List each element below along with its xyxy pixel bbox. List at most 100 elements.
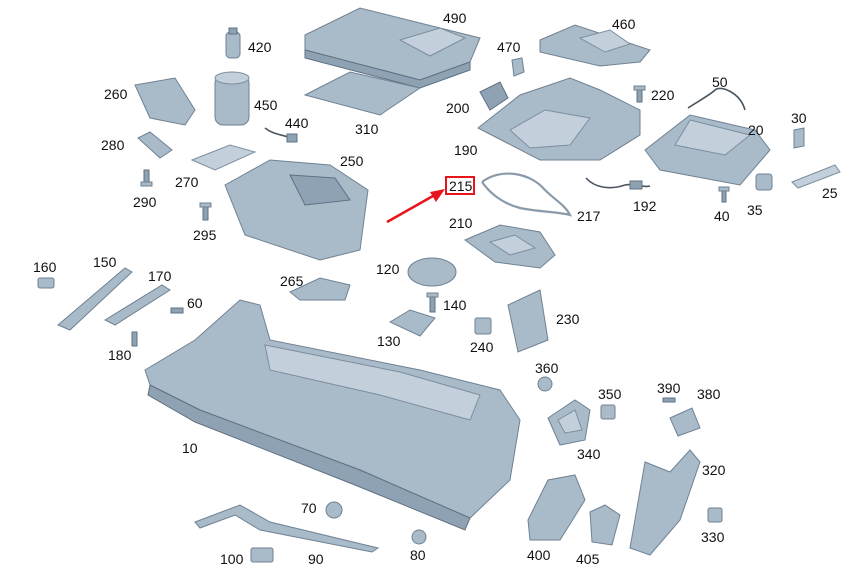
label-280: 280: [101, 137, 125, 153]
part-100-clip: [250, 547, 274, 563]
label-470: 470: [497, 39, 521, 55]
label-400: 400: [527, 547, 551, 563]
part-35-connector: [755, 173, 773, 191]
label-290: 290: [133, 194, 157, 210]
part-400-unit: [527, 474, 586, 541]
label-380: 380: [697, 386, 721, 402]
label-100: 100: [220, 551, 244, 567]
label-350: 350: [598, 386, 622, 402]
part-340-bezel: [547, 399, 591, 446]
label-310: 310: [355, 121, 379, 137]
part-490-trim-panel: [304, 7, 481, 89]
part-200-switch: [479, 81, 509, 111]
label-215: 215: [449, 178, 473, 194]
label-60: 60: [187, 295, 203, 311]
label-10: 10: [182, 440, 198, 456]
part-310-panel: [303, 71, 422, 116]
part-140-screw: [426, 292, 439, 313]
part-420-plug: [225, 27, 241, 59]
part-250-frame: [224, 159, 369, 261]
label-170: 170: [148, 268, 172, 284]
label-265: 265: [280, 273, 304, 289]
label-120: 120: [376, 261, 400, 277]
label-295: 295: [193, 227, 217, 243]
label-460: 460: [612, 16, 636, 32]
label-35: 35: [747, 202, 763, 218]
part-160-clip: [37, 277, 55, 289]
part-230-panel: [507, 289, 549, 353]
part-217-wire: [481, 172, 573, 217]
label-20: 20: [748, 122, 764, 138]
part-290-screw: [140, 169, 153, 187]
part-80-clip: [411, 529, 427, 545]
part-460-trim: [539, 24, 651, 67]
label-180: 180: [108, 347, 132, 363]
part-90-trim: [194, 504, 380, 553]
part-210-bezel: [463, 224, 556, 269]
label-440: 440: [285, 115, 309, 131]
part-150-trim: [57, 267, 133, 331]
part-350-clip: [600, 404, 616, 420]
pointer-arrow: [386, 189, 445, 224]
label-490: 490: [443, 10, 467, 26]
label-240: 240: [470, 339, 494, 355]
part-470-clip: [511, 57, 525, 77]
part-120-cover: [407, 257, 457, 287]
label-50: 50: [712, 74, 728, 90]
part-240-clip: [474, 317, 492, 335]
label-217: 217: [577, 208, 601, 224]
part-20-armrest: [644, 114, 771, 186]
part-40-screw: [718, 186, 730, 203]
label-210: 210: [449, 215, 473, 231]
part-330-clip: [707, 507, 723, 523]
part-70-clip: [325, 501, 343, 519]
label-230: 230: [556, 311, 580, 327]
part-10-console-body: [144, 299, 521, 531]
part-130-tray: [388, 309, 436, 337]
label-450: 450: [254, 97, 278, 113]
part-260-tray: [134, 77, 196, 126]
part-190-bezel: [477, 77, 641, 161]
part-180-screw: [131, 331, 138, 347]
part-390-screw: [662, 397, 676, 403]
label-150: 150: [93, 254, 117, 270]
label-405: 405: [576, 551, 600, 567]
part-220-screw: [633, 85, 646, 103]
part-380-unit: [669, 407, 701, 437]
part-280-bracket: [137, 131, 173, 159]
label-160: 160: [33, 259, 57, 275]
part-270-mat: [190, 144, 257, 171]
label-192: 192: [633, 198, 657, 214]
label-25: 25: [822, 185, 838, 201]
label-320: 320: [702, 462, 726, 478]
label-190: 190: [454, 142, 478, 158]
part-30-bracket: [793, 127, 805, 149]
label-330: 330: [701, 529, 725, 545]
label-40: 40: [714, 208, 730, 224]
label-140: 140: [443, 297, 467, 313]
part-50-wire: [687, 87, 746, 111]
part-60-screw: [170, 307, 184, 314]
part-320-trim: [629, 449, 701, 556]
part-405-unit: [589, 504, 621, 546]
label-90: 90: [308, 551, 324, 567]
label-30: 30: [791, 110, 807, 126]
label-70: 70: [301, 500, 317, 516]
label-260: 260: [104, 86, 128, 102]
part-25-strip: [791, 164, 841, 189]
label-270: 270: [175, 174, 199, 190]
part-440-connector: [264, 127, 298, 143]
part-192-wire: [585, 177, 651, 190]
label-250: 250: [340, 153, 364, 169]
label-200: 200: [446, 100, 470, 116]
highlight-box-215: [445, 176, 475, 195]
label-220: 220: [651, 87, 675, 103]
label-390: 390: [657, 380, 681, 396]
part-295-screw: [199, 202, 212, 221]
part-265-bracket: [289, 277, 351, 301]
label-80: 80: [410, 547, 426, 563]
label-130: 130: [377, 333, 401, 349]
label-420: 420: [248, 39, 272, 55]
part-360-clip: [537, 376, 553, 392]
